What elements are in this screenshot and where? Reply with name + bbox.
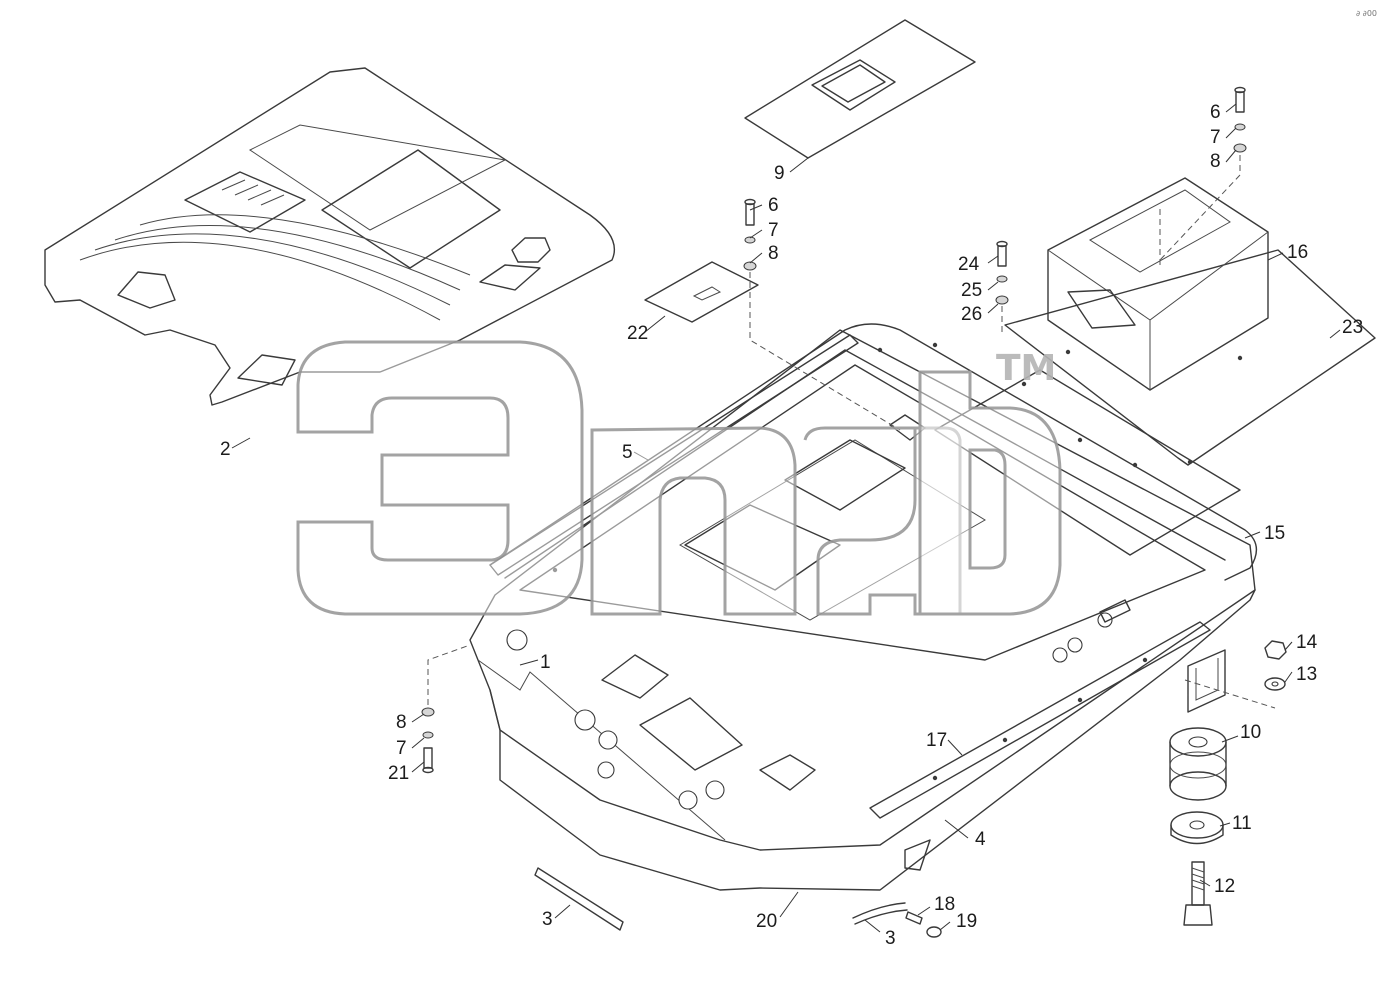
callout-18: 18: [934, 894, 955, 915]
callout-24: 24: [958, 254, 980, 275]
callout-3-a: 3: [542, 909, 553, 930]
callout-15: 15: [1264, 523, 1285, 544]
callout-23: 23: [1342, 317, 1363, 338]
bolt-part-12: [1183, 861, 1213, 926]
fastener-stack-left: [421, 644, 471, 774]
callout-19: 19: [956, 911, 977, 932]
callout-8-b: 8: [768, 243, 779, 264]
rear-bracket: [904, 649, 1226, 871]
callout-26: 26: [961, 304, 982, 325]
mount-centerline: [1184, 679, 1276, 709]
callout-7-b: 7: [768, 220, 779, 241]
callout-3-b: 3: [885, 928, 896, 949]
frame-plate-part-1: [469, 329, 1256, 891]
callout-5: 5: [622, 442, 633, 463]
callout-9: 9: [774, 163, 785, 184]
washer-part-11: [1170, 811, 1224, 845]
callout-20: 20: [756, 911, 777, 932]
callout-22: 22: [627, 323, 648, 344]
seal-strip-part-3: [534, 867, 908, 931]
watermark-logo: TM: [296, 340, 1062, 616]
callout-17: 17: [926, 730, 947, 751]
floor-mat-part-2: [44, 67, 616, 406]
leader-lines: [231, 103, 1341, 933]
callout-6-a: 6: [1210, 102, 1221, 123]
callout-7-c: 7: [396, 738, 407, 759]
nut-part-14: [1264, 640, 1287, 660]
callout-4: 4: [975, 829, 986, 850]
screw-part-18: [905, 911, 923, 925]
callout-21: 21: [388, 763, 409, 784]
box-bracket-part-16: [1004, 177, 1376, 466]
callout-11: 11: [1232, 813, 1252, 834]
frame-rail-part-15: [489, 323, 1258, 661]
fastener-stack-top-right: [1159, 86, 1247, 261]
fastener-stack-24-26: [995, 240, 1009, 332]
callout-8-a: 8: [1210, 151, 1221, 172]
callout-8-c: 8: [396, 712, 407, 733]
strip-parts: [489, 334, 1211, 819]
callout-7-a: 7: [1210, 127, 1221, 148]
washer-part-13: [1264, 677, 1286, 691]
callout-1: 1: [540, 652, 551, 673]
cap-part-19: [926, 926, 942, 938]
callout-13: 13: [1296, 664, 1317, 685]
corner-mark: ∂ ∂00: [1356, 9, 1377, 18]
callout-25: 25: [961, 280, 982, 301]
callout-2: 2: [220, 439, 231, 460]
callout-labels: 1 2 3 3 4 5 6 7 8 6 7 8 8 7 21 9 10 11 1…: [220, 102, 1363, 949]
plate-part-22: [644, 261, 759, 323]
callout-10: 10: [1240, 722, 1261, 743]
callout-6-b: 6: [768, 195, 779, 216]
fastener-stack-center: [743, 198, 901, 431]
trademark-symbol: TM: [996, 348, 1056, 389]
cover-plate-part-9: [744, 19, 976, 159]
callout-12: 12: [1214, 876, 1235, 897]
callout-16: 16: [1287, 242, 1308, 263]
callout-14: 14: [1296, 632, 1318, 653]
rubber-mount-part-10: [1169, 727, 1227, 801]
